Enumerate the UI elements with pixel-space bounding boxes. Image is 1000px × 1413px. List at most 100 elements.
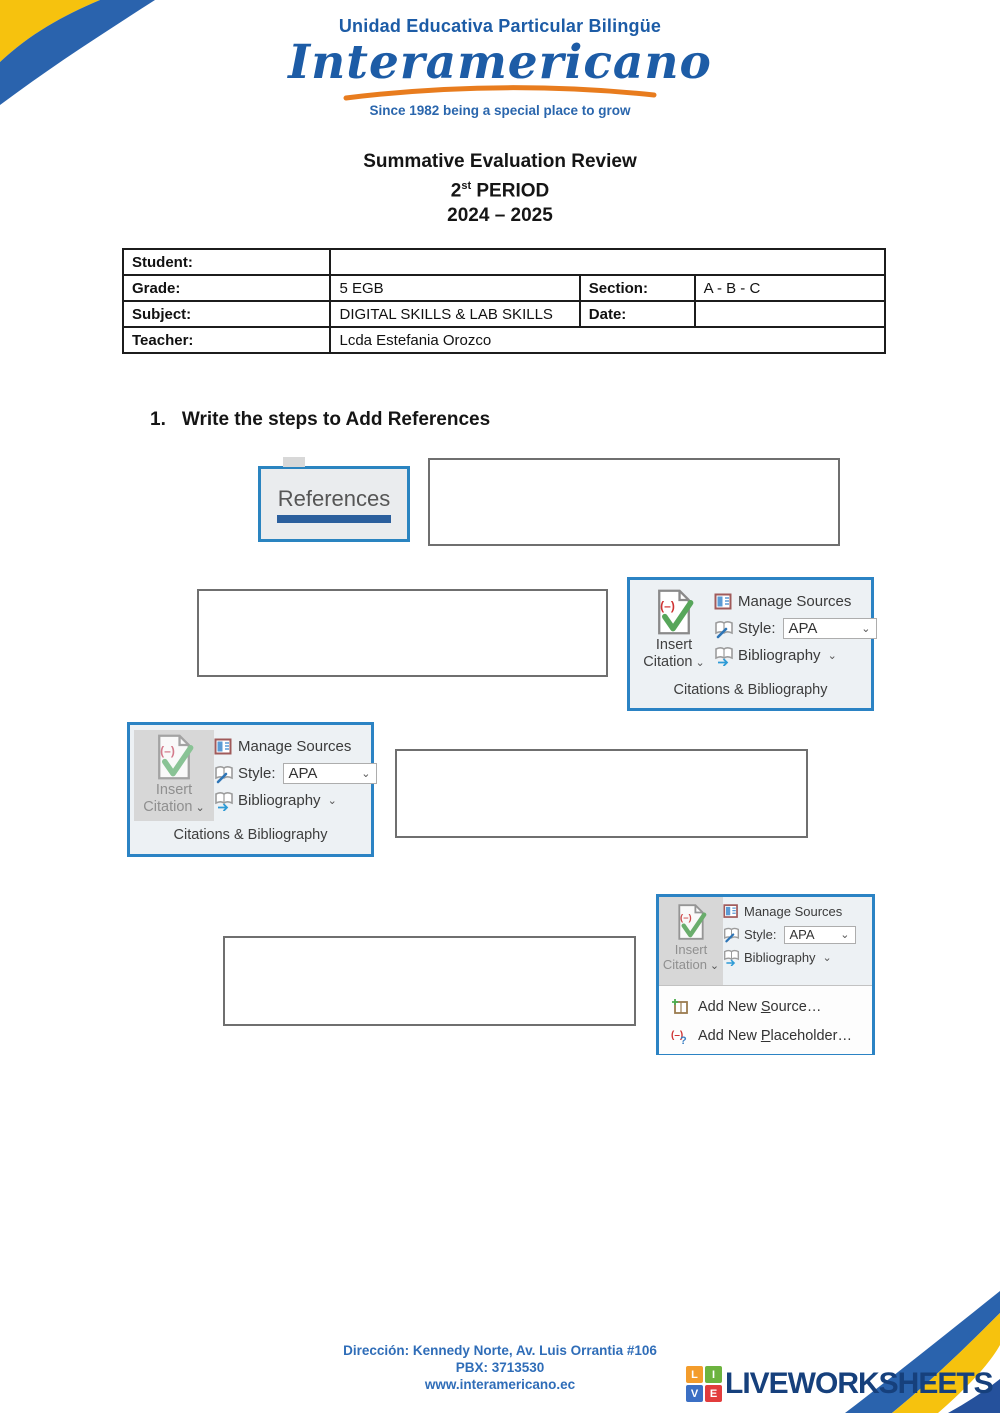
manage-sources-icon [723, 904, 738, 918]
question-text: Write the steps to Add References [181, 409, 491, 430]
chevron-down-icon: ⌄ [195, 802, 205, 814]
manage-sources-label: Manage Sources [744, 904, 843, 919]
document-title: Summative Evaluation Review 2st PERIOD 2… [0, 149, 1000, 228]
add-new-placeholder-label: Add New Placeholder… [698, 1027, 852, 1044]
insert-citation-label: Insert Citation⌄ [643, 637, 705, 670]
group-label: Citations & Bibliography [173, 827, 328, 843]
style-icon [715, 620, 733, 638]
style-value: APA [788, 620, 818, 637]
references-tab-active-bar [277, 514, 391, 523]
references-tab-image: References [258, 457, 410, 542]
insert-citation-icon: (–) [658, 589, 694, 635]
insert-citation-button: (–) Insert Citation⌄ [659, 897, 723, 985]
school-contact-info: Dirección: Kennedy Norte, Av. Luis Orran… [0, 1342, 1000, 1393]
title-line-2: 2st PERIOD [450, 180, 550, 202]
manage-sources-label: Manage Sources [738, 593, 852, 610]
insert-citation-label: Insert Citation⌄ [662, 942, 720, 972]
school-pbx: PBX: 3713530 [455, 1360, 545, 1375]
chevron-down-icon: ⌄ [822, 952, 832, 964]
svg-text:(–): (–) [660, 599, 675, 613]
bibliography-button: Bibliography ⌄ [714, 642, 877, 669]
insert-citation-button: (–) Insert Citation⌄ [134, 730, 214, 821]
insert-citation-menu-image: (–) Insert Citation⌄ Manage Sources [656, 894, 875, 1055]
bibliography-label: Bibliography [744, 950, 816, 965]
citations-bibliography-group-image-1: (–) Insert Citation⌄ Manage Sources [627, 577, 877, 711]
add-new-source-icon [672, 998, 688, 1014]
insert-citation-dropdown-menu: Add New Source… (–) ? Add New Placeholde… [659, 985, 872, 1054]
ribbon-edge-artifact [283, 457, 305, 467]
chevron-down-icon: ⌄ [361, 768, 371, 780]
school-website: www.interamericano.ec [424, 1377, 576, 1392]
student-value-field[interactable] [329, 248, 886, 276]
style-icon [215, 765, 233, 783]
liveworksheets-logo: L I V E LIVEWORKSHEETS [686, 1366, 994, 1402]
style-dropdown: APA ⌄ [783, 925, 856, 944]
style-dropdown: APA ⌄ [782, 618, 877, 639]
insert-citation-icon: (–) [678, 904, 707, 940]
table-row: Teacher: Lcda Estefania Orozco [121, 326, 886, 354]
manage-sources-button: Manage Sources [723, 900, 856, 923]
svg-text:?: ? [680, 1035, 687, 1045]
style-row: Style: APA ⌄ [723, 923, 856, 946]
school-tagline: Since 1982 being a special place to grow [369, 103, 631, 118]
bibliography-label: Bibliography [738, 647, 821, 664]
bibliography-icon [724, 949, 739, 966]
section-value: A - B - C [693, 274, 887, 302]
bibliography-button: Bibliography ⌄ [214, 787, 377, 814]
svg-text:(–): (–) [671, 1030, 683, 1041]
answer-box-1[interactable] [428, 458, 840, 546]
school-logo: Unidad Educativa Particular Bilingüe Int… [0, 16, 1000, 118]
liveworksheets-wordmark: LIVEWORKSHEETS [725, 1367, 994, 1400]
style-dropdown: APA ⌄ [282, 763, 377, 784]
manage-sources-icon [214, 738, 232, 754]
title-line-3: 2024 – 2025 [447, 205, 553, 227]
table-row: Subject: DIGITAL SKILLS & LAB SKILLS Dat… [121, 300, 887, 328]
references-tab-label: References [277, 485, 391, 511]
bibliography-icon [715, 646, 733, 666]
bottom-right-swoosh-decoration [845, 1291, 1000, 1413]
add-new-source-label: Add New Source… [698, 998, 822, 1015]
bibliography-label: Bibliography [238, 792, 321, 809]
liveworksheets-squares-icon: L I V E [686, 1366, 722, 1402]
school-brand-name: Interamericano [288, 35, 712, 90]
chevron-down-icon: ⌄ [827, 650, 837, 662]
date-value-field[interactable] [693, 300, 887, 328]
answer-box-3[interactable] [395, 749, 808, 838]
table-row: Grade: 5 EGB Section: A - B - C [121, 274, 887, 302]
school-name-line: Unidad Educativa Particular Bilingüe [338, 16, 662, 36]
chevron-down-icon: ⌄ [695, 657, 705, 669]
student-label: Student: [121, 248, 332, 276]
section-label: Section: [578, 274, 696, 302]
teacher-value: Lcda Estefania Orozco [329, 326, 886, 354]
style-row: Style: APA ⌄ [714, 615, 877, 642]
manage-sources-button: Manage Sources [714, 588, 877, 615]
bibliography-icon [215, 791, 233, 811]
manage-sources-label: Manage Sources [238, 738, 352, 755]
insert-citation-icon: (–) [158, 734, 194, 780]
svg-text:(–): (–) [160, 744, 175, 758]
citations-bibliography-group-image-2: (–) Insert Citation⌄ Manage Sources [127, 722, 377, 857]
answer-box-2[interactable] [197, 589, 608, 677]
table-row: Student: [121, 248, 886, 276]
bibliography-button: Bibliography ⌄ [723, 946, 856, 969]
style-label: Style: [238, 765, 276, 782]
group-label: Citations & Bibliography [673, 682, 828, 698]
svg-text:(–): (–) [680, 913, 692, 924]
chevron-down-icon: ⌄ [327, 795, 337, 807]
grade-value: 5 EGB [329, 274, 581, 302]
logo-orange-underline [343, 85, 657, 101]
subject-value: DIGITAL SKILLS & LAB SKILLS [329, 300, 581, 328]
style-value: APA [789, 927, 815, 942]
manage-sources-icon [714, 593, 732, 609]
chevron-down-icon: ⌄ [709, 960, 720, 972]
style-label: Style: [744, 927, 777, 942]
insert-citation-button: (–) Insert Citation⌄ [634, 585, 714, 676]
student-info-table: Student: Grade: 5 EGB Section: A - B - C… [121, 248, 887, 354]
title-line-1: Summative Evaluation Review [363, 151, 637, 172]
answer-box-4[interactable] [223, 936, 636, 1026]
grade-label: Grade: [121, 274, 332, 302]
insert-citation-label: Insert Citation⌄ [143, 782, 205, 815]
style-icon [724, 927, 739, 943]
question-1-heading: 1.Write the steps to Add References [150, 409, 490, 431]
